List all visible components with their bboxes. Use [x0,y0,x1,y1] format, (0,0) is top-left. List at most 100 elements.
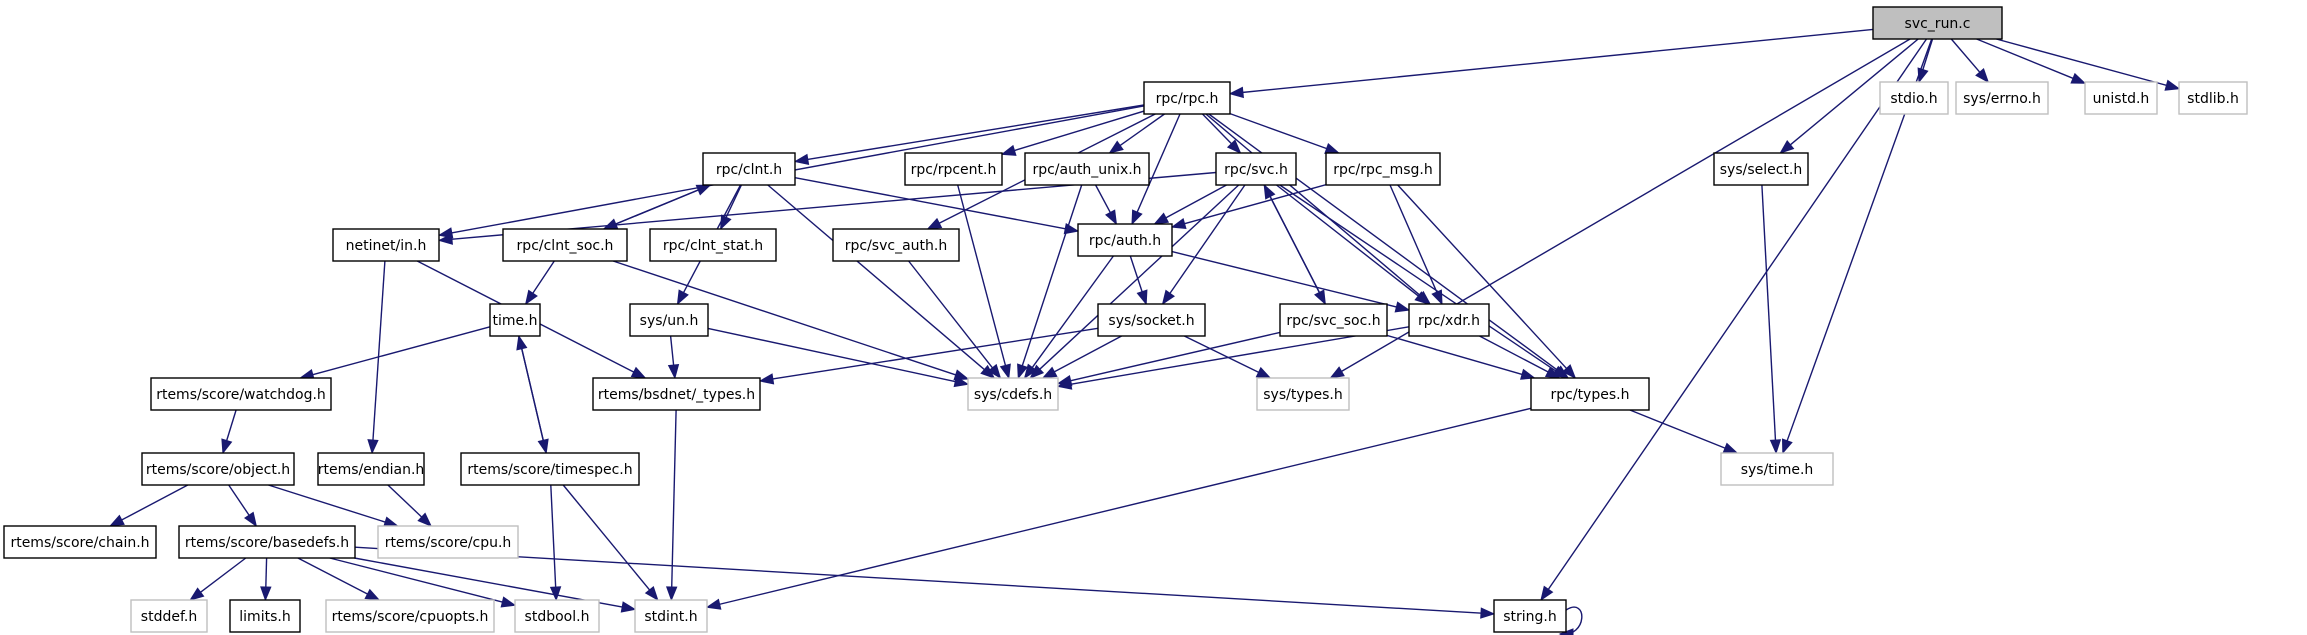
node-box [325,599,495,633]
arrowhead-icon [524,289,538,306]
node-rtems-score-timespec-h[interactable]: rtems/score/timespec.h [460,452,640,486]
edge-line [520,347,547,454]
node-rpc-auth-h[interactable]: rpc/auth.h [1077,223,1173,257]
node-box [229,599,301,633]
node-box [141,452,295,486]
node-rtems-bsdnet-types-h[interactable]: rtems/bsdnet/_types.h [592,377,761,411]
edge-rpc_xdr_h-to-rpc_types_h [1479,335,1561,379]
node-box [3,525,157,559]
node-rpc-svc-h[interactable]: rpc/svc.h [1215,152,1297,186]
node-rpc-clnt-stat-h[interactable]: rpc/clnt_stat.h [649,228,777,262]
arrowhead-icon [500,596,517,608]
node-label: stdint.h [644,609,697,625]
arrowhead-icon [549,586,562,602]
edge-line [265,557,268,589]
node-sys-errno-h: sys/errno.h [1955,81,2049,115]
arrowhead-icon [1263,183,1276,200]
arrowhead-icon [620,601,637,613]
edge-line [354,546,1483,614]
arrowhead-icon [1769,439,1782,455]
node-rpc-clnt-h[interactable]: rpc/clnt.h [702,152,796,186]
edge-line [1921,38,1934,71]
node-sys-socket-h[interactable]: sys/socket.h [1097,303,1206,337]
node-rpc-rpcent-h[interactable]: rpc/rpcent.h [904,152,1003,186]
node-rpc-auth-unix-h[interactable]: rpc/auth_unix.h [1024,152,1150,186]
node-rtems-score-basedefs-h[interactable]: rtems/score/basedefs.h [178,525,356,559]
arrowhead-icon [1520,368,1536,380]
node-label: sys/socket.h [1108,313,1194,329]
node-netinet-in-h[interactable]: netinet/in.h [332,228,440,262]
edge-svc_run_c-to-rpc_rpc_h [1228,28,1874,99]
edge-line [1229,112,1328,150]
node-rpc-svc-soc-h[interactable]: rpc/svc_soc.h [1279,303,1388,337]
node-rtems-score-chain-h[interactable]: rtems/score/chain.h [3,525,157,559]
node-rtems-score-watchdog-h[interactable]: rtems/score/watchdog.h [150,377,332,411]
arrowhead-icon [260,586,272,602]
arrowhead-icon [364,588,381,601]
node-label: rtems/score/object.h [146,462,290,478]
node-limits-h[interactable]: limits.h [229,599,301,633]
node-box [967,377,1059,411]
node-rpc-types-h[interactable]: rpc/types.h [1530,377,1650,411]
node-sys-types-h: sys/types.h [1256,377,1350,411]
edge-line [329,557,504,603]
node-rpc-svc-auth-h[interactable]: rpc/svc_auth.h [832,228,960,262]
edge-rpc_svc_auth_h-to-sys_cdefs_h [908,260,1002,380]
node-rpc-xdr-h[interactable]: rpc/xdr.h [1408,303,1490,337]
node-label: rpc/rpcent.h [911,162,997,178]
node-box [1279,303,1388,337]
node-label: sys/types.h [1263,387,1342,403]
node-rpc-clnt-soc-h[interactable]: rpc/clnt_soc.h [502,228,628,262]
node-box [1325,152,1441,186]
node-box [629,303,709,337]
edge-rpc_types_h-to-sys_time_h [1629,409,1739,454]
node-rtems-endian-h[interactable]: rtems/endian.h [317,452,425,486]
edge-rtems_score_basedefs_h-to-stddef_h [189,557,247,601]
arrowhead-icon [953,375,970,388]
edge-rpc_auth_unix_h-to-rpc_auth_h [1094,184,1118,226]
node-label: rtems/score/cpu.h [385,535,512,551]
node-time-h[interactable]: time.h [489,303,541,337]
edge-rpc_rpc_h-to-rpc_rpcent_h [1000,110,1145,156]
edge-svc_run_c-to-stdlib_h [1996,38,2181,91]
edge-rpc_auth_h-to-sys_socket_h [1129,255,1148,306]
node-label: sys/select.h [1720,162,1803,178]
arrowhead-icon [244,511,258,528]
node-string-h[interactable]: string.h [1493,599,1567,633]
node-box [1530,377,1650,411]
node-label: rpc/rpc_msg.h [1333,162,1433,178]
node-box [332,228,440,262]
edge-line [1013,110,1145,152]
node-rpc-rpc-h[interactable]: rpc/rpc.h [1143,81,1231,115]
node-label: rpc/types.h [1551,387,1630,403]
node-label: rtems/score/basedefs.h [185,535,349,551]
arrowhead-icon [1000,144,1017,156]
edge-rpc_clnt_h-to-rpc_clnt_stat_h [720,184,743,231]
edge-line [531,260,555,295]
node-sys-select-h[interactable]: sys/select.h [1713,152,1809,186]
node-sys-un-h[interactable]: sys/un.h [629,303,709,337]
edge-line [1038,184,1240,371]
node-box [1143,81,1231,115]
node-box [377,525,519,559]
node-label: netinet/in.h [346,238,427,254]
arrowhead-icon [1136,289,1148,306]
node-rpc-rpc-msg-h[interactable]: rpc/rpc_msg.h [1325,152,1441,186]
arrowhead-icon [1228,86,1244,99]
node-box [1215,152,1297,186]
node-box [1713,152,1809,186]
node-rtems-score-object-h[interactable]: rtems/score/object.h [141,452,295,486]
edge-line [603,188,700,230]
edge-line [1094,184,1112,214]
edge-sys_select_h-to-sys_time_h [1761,184,1782,455]
edge-line [1183,335,1260,374]
node-box [178,525,356,559]
node-label: rpc/svc.h [1224,162,1288,178]
edge-line [1241,28,1874,94]
edge-rpc_rpc_h-to-rpc_auth_unix_h [1108,113,1165,154]
edge-line [1171,250,1398,308]
node-label: rpc/svc_soc.h [1286,313,1380,329]
arrowhead-icon [1017,363,1028,380]
node-box [502,228,628,262]
